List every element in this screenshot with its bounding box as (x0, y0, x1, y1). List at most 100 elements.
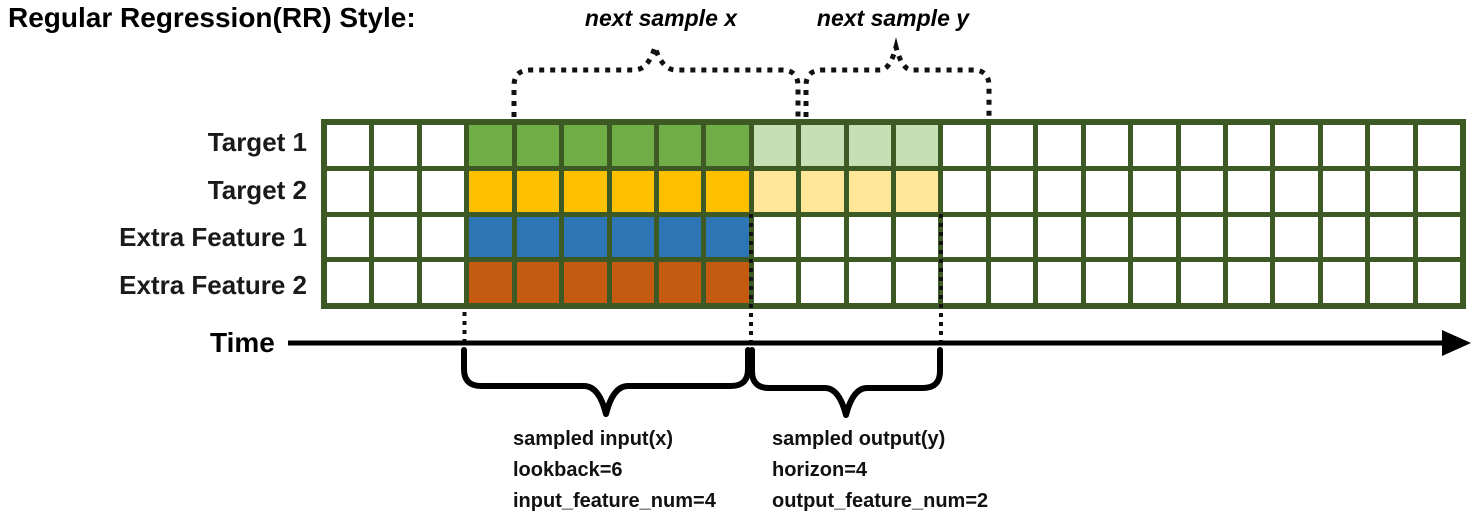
grid-cell (611, 170, 654, 212)
input-feature-num-value: input_feature_num=4 (513, 490, 716, 512)
grid-cell (706, 216, 749, 258)
output-feature-num-value: output_feature_num=2 (772, 490, 989, 512)
grid-cell (990, 262, 1034, 303)
grid-cell (896, 262, 939, 303)
grid-cell (469, 170, 512, 212)
grid-cell (1133, 125, 1176, 166)
row-label-target-2: Target 2 (207, 174, 307, 205)
grid-cell (327, 170, 370, 212)
grid-cell (564, 216, 607, 258)
grid-cell (564, 170, 607, 212)
grid-cell (943, 216, 986, 258)
grid-cell (1227, 125, 1271, 166)
grid-cell (1370, 216, 1413, 258)
grid-cell (848, 216, 891, 258)
grid-cell (1227, 262, 1271, 303)
grid-cell (611, 216, 654, 258)
grid-cell (848, 262, 891, 303)
grid-cell (1180, 170, 1223, 212)
grid-cell (1417, 216, 1460, 258)
grid-cell (896, 170, 939, 212)
grid-cell (1085, 125, 1129, 166)
next-sample-y-label: next sample y (816, 5, 970, 31)
grid-cell (848, 170, 891, 212)
sampled-input-brace (461, 347, 751, 417)
grid-cell (1322, 216, 1366, 258)
grid-cell (1038, 216, 1081, 258)
grid-cell (516, 125, 560, 166)
grid-cell (1275, 170, 1318, 212)
sampled-output-brace (749, 347, 943, 418)
grid-cell (469, 125, 512, 166)
grid-cell (516, 216, 560, 258)
row-labels: Target 1 Target 2 Extra Feature 1 Extra … (0, 119, 313, 309)
grid-cell (1417, 170, 1460, 212)
grid-cell (801, 170, 844, 212)
grid-cell (1275, 262, 1318, 303)
grid-cell (1370, 170, 1413, 212)
grid-cell (896, 125, 939, 166)
grid-cell (1180, 216, 1223, 258)
time-axis-label: Time (210, 327, 275, 358)
grid-cell (611, 125, 654, 166)
row-label-target-1: Target 1 (207, 127, 307, 158)
grid-cell (1370, 262, 1413, 303)
grid-cell (374, 262, 417, 303)
grid-cell (1133, 262, 1176, 303)
grid-cell (753, 125, 797, 166)
grid-cell (1133, 170, 1176, 212)
grid-cell (1038, 170, 1081, 212)
grid-cell (801, 262, 844, 303)
row-label-extra-feature-1: Extra Feature 1 (119, 222, 307, 253)
grid-cell (801, 216, 844, 258)
grid-cell (469, 262, 512, 303)
grid-cell (1275, 125, 1318, 166)
grid-cell (1322, 170, 1366, 212)
grid-cell (1322, 125, 1366, 166)
grid-cell (1370, 125, 1413, 166)
grid-cell (1133, 216, 1176, 258)
grid-cell (1085, 262, 1129, 303)
grid-cell (943, 125, 986, 166)
grid-cell (1180, 262, 1223, 303)
lookback-value: lookback=6 (513, 459, 623, 481)
grid-cell (374, 170, 417, 212)
sampled-input-note: sampled input(x) lookback=6 input_featur… (513, 424, 716, 516)
grid-cell (990, 216, 1034, 258)
grid-cell (327, 125, 370, 166)
grid-cell (1038, 125, 1081, 166)
row-label-extra-feature-2: Extra Feature 2 (119, 269, 307, 300)
grid-cell (374, 216, 417, 258)
next-sample-x-brace (511, 38, 801, 117)
grid-cell (327, 262, 370, 303)
grid-cell (753, 216, 797, 258)
grid-cell (943, 262, 986, 303)
grid-cell (990, 170, 1034, 212)
grid-cell (658, 216, 702, 258)
grid-cell (1085, 216, 1129, 258)
grid-cell (1227, 170, 1271, 212)
grid-cell (469, 216, 512, 258)
next-sample-x-label: next sample x (584, 5, 738, 31)
grid-cell (421, 262, 465, 303)
grid-cell (943, 170, 986, 212)
grid-cell (658, 125, 702, 166)
grid-cell (421, 125, 465, 166)
grid-cell (516, 262, 560, 303)
sampled-input-title: sampled input(x) (513, 428, 674, 450)
grid-cell (706, 125, 749, 166)
grid-cell (1227, 216, 1271, 258)
grid-cell (753, 170, 797, 212)
page-title: Regular Regression(RR) Style: (8, 2, 416, 33)
grid-cell (1275, 216, 1318, 258)
grid-cell (1180, 125, 1223, 166)
grid-cell (516, 170, 560, 212)
grid-cell (611, 262, 654, 303)
grid-cell (658, 170, 702, 212)
grid-cell (848, 125, 891, 166)
grid-cell (706, 170, 749, 212)
grid-cell (1322, 262, 1366, 303)
sampled-output-note: sampled output(y) horizon=4 output_featu… (772, 424, 988, 516)
grid-cell (1085, 170, 1129, 212)
